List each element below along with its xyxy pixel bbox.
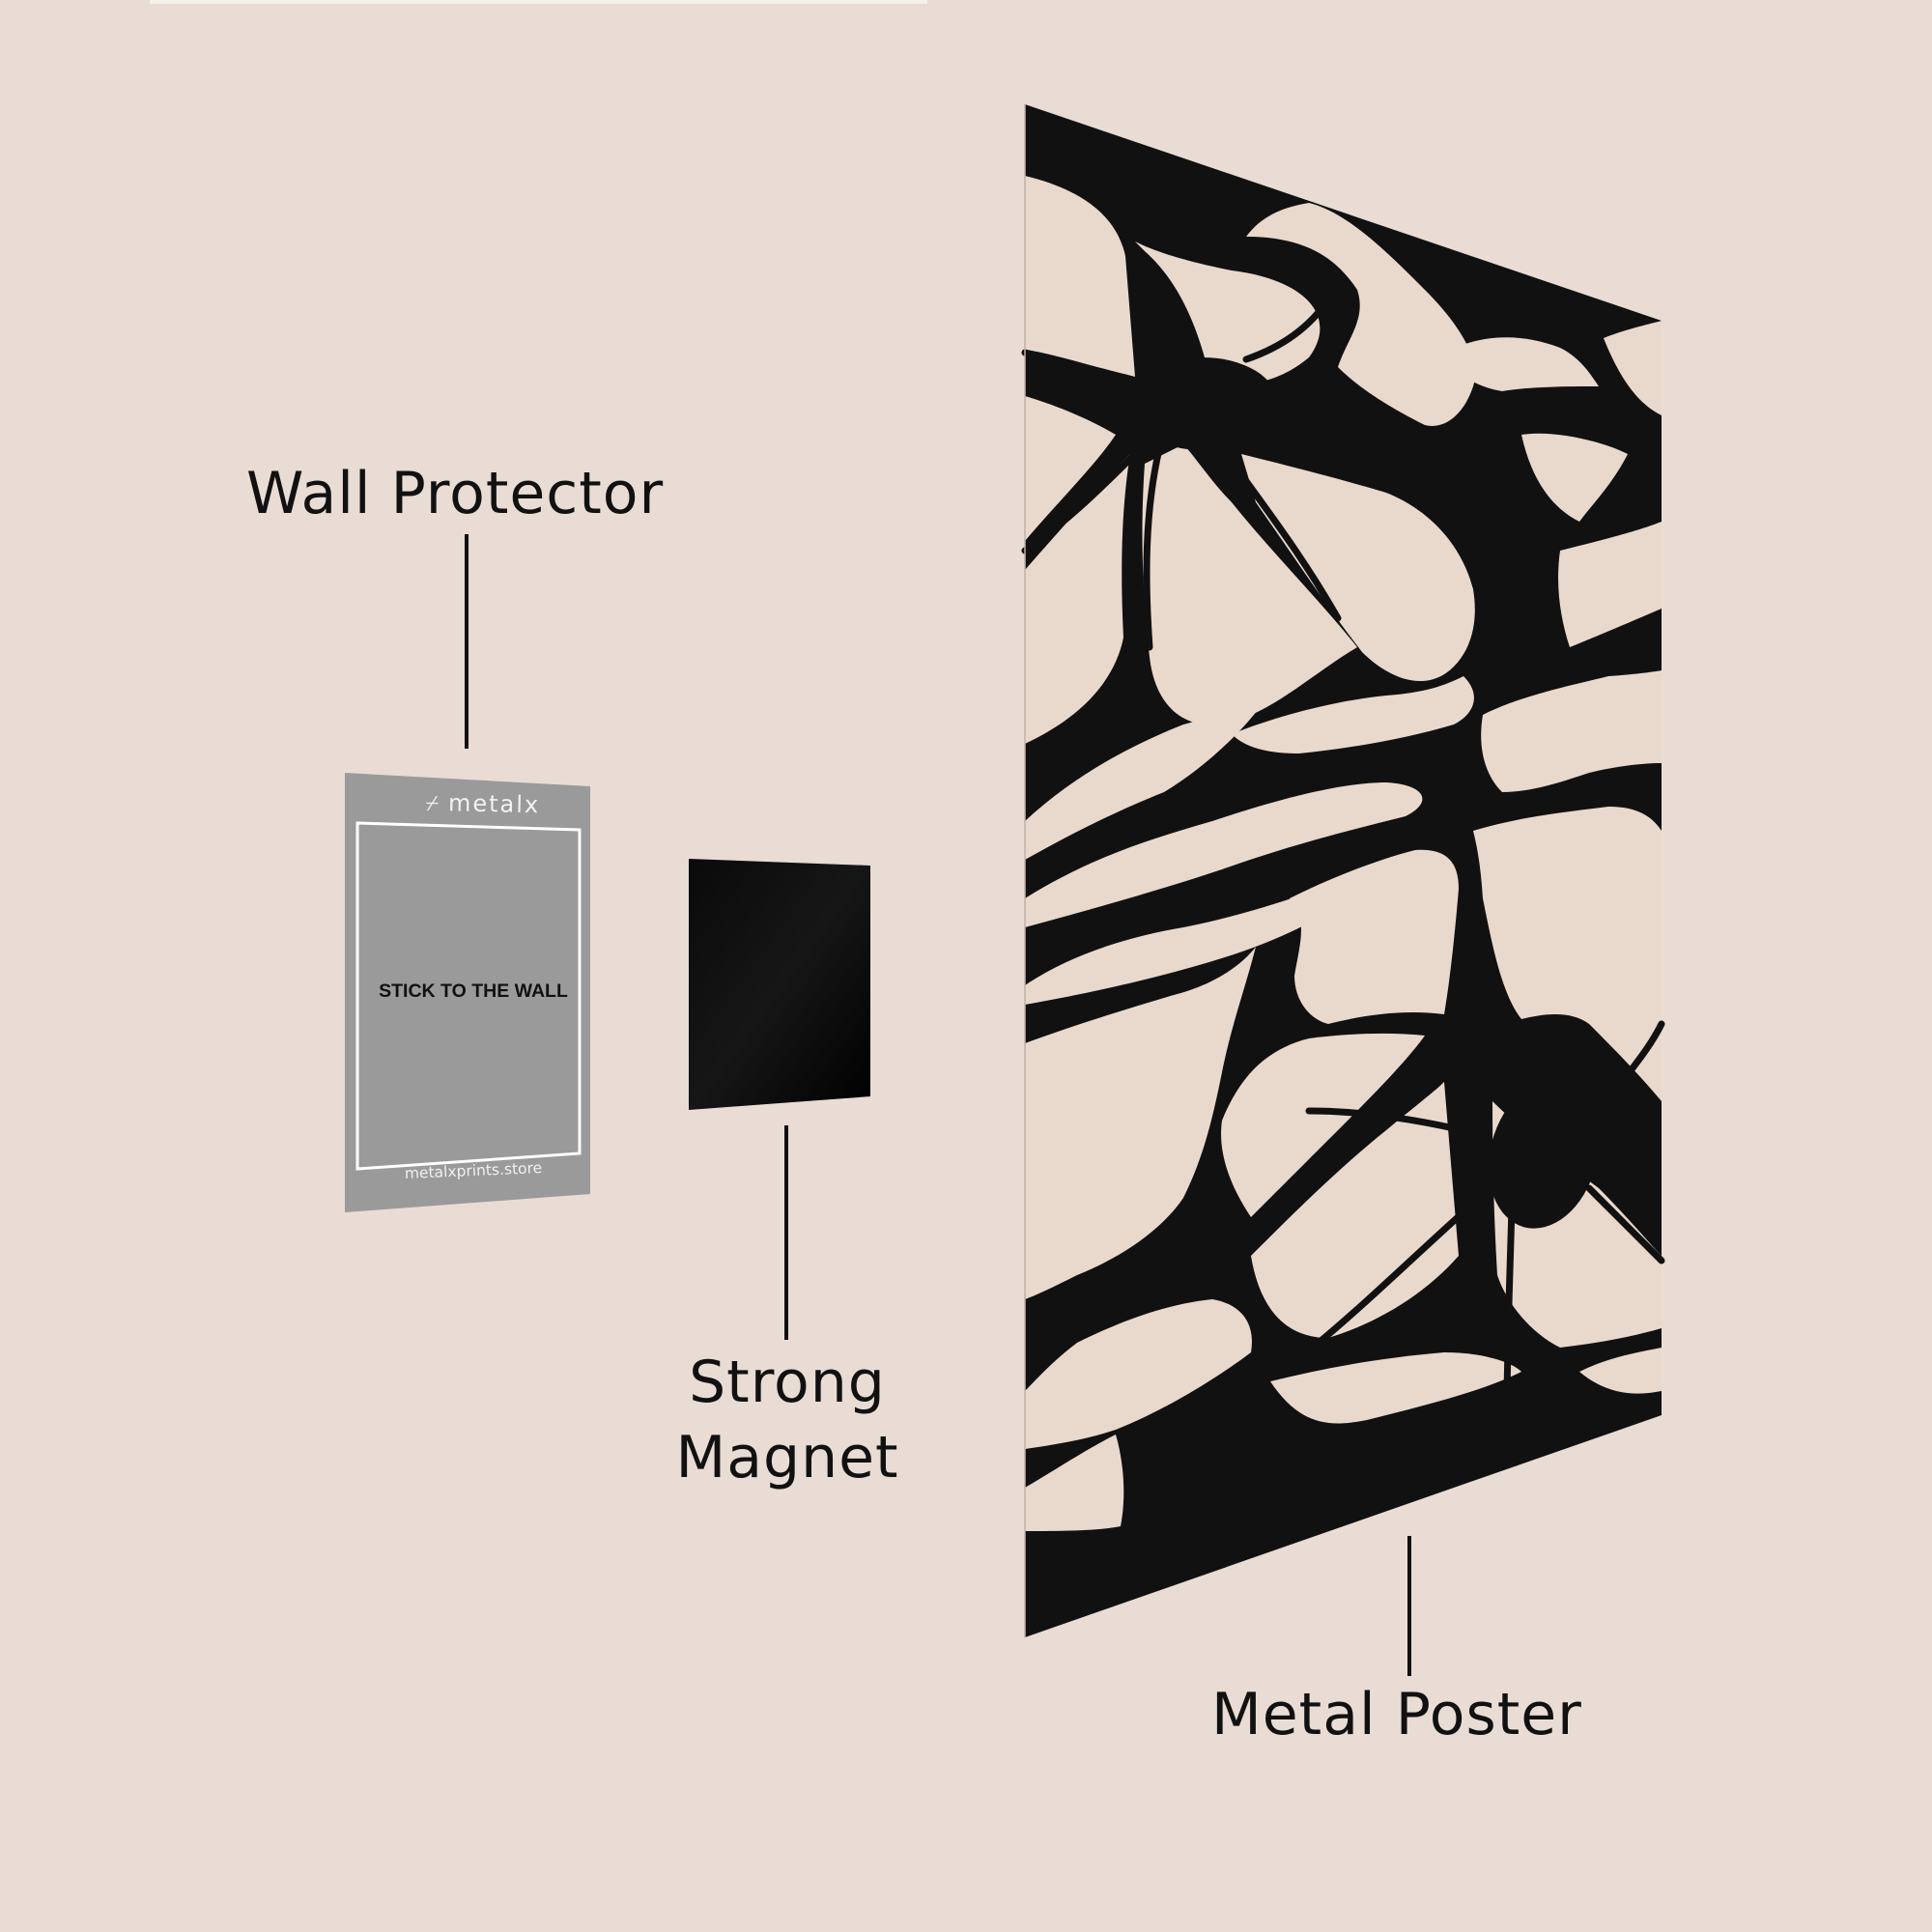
strong-magnet-label-line2: Magnet (675, 1424, 899, 1492)
strong-magnet-label-line1: Strong (689, 1349, 886, 1416)
metalx-brand-name: metalx (447, 789, 541, 819)
metal-poster (1021, 104, 1665, 1637)
poster-artwork (1025, 176, 1662, 1531)
wall-protector-shape (345, 773, 590, 1212)
stick-to-wall-text: STICK TO THE WALL (379, 980, 568, 1002)
top-edge-strip (150, 0, 927, 4)
top-flower-center (1127, 357, 1278, 450)
strong-magnet-connector-line (784, 1125, 788, 1340)
bottom-flower-center (1489, 1080, 1599, 1229)
metal-poster-label: Metal Poster (1211, 1681, 1582, 1748)
wall-protector-connector-line (465, 534, 469, 749)
wall-protector-label: Wall Protector (246, 460, 665, 527)
wall-protector-plate: ⌿metalx STICK TO THE WALL metalxprints.s… (343, 773, 594, 1212)
strong-magnet-plate (689, 859, 870, 1110)
metal-poster-connector-line (1407, 1536, 1411, 1676)
metalx-logo-icon: ⌿ (425, 791, 441, 817)
metalx-logo: ⌿metalx (411, 788, 556, 818)
strong-magnet-label: Strong Magnet (638, 1345, 937, 1495)
